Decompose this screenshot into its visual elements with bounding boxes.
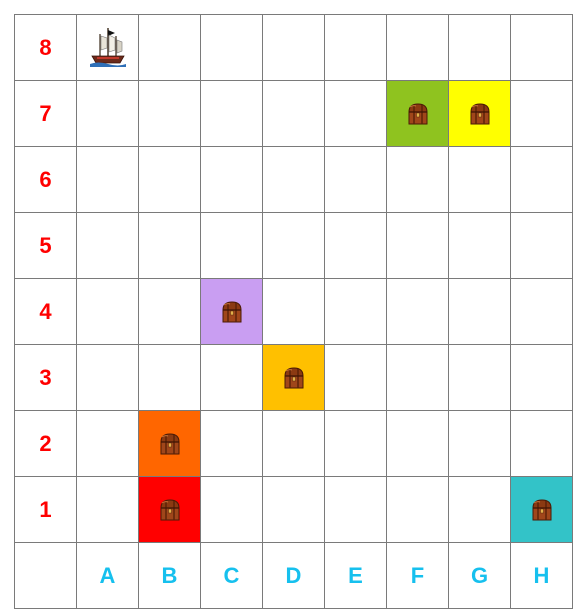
board-cell-g2[interactable] (449, 411, 511, 477)
treasure-chest-icon (157, 497, 183, 523)
board-cell-h5[interactable] (511, 213, 573, 279)
board-cell-h4[interactable] (511, 279, 573, 345)
board-cell-e6[interactable] (325, 147, 387, 213)
row-label-4: 4 (15, 279, 77, 345)
column-label-d: D (263, 543, 325, 609)
board-cell-a1[interactable] (77, 477, 139, 543)
board-cell-e4[interactable] (325, 279, 387, 345)
board-cell-d5[interactable] (263, 213, 325, 279)
board-cell-h1[interactable] (511, 477, 573, 543)
board-cell-f6[interactable] (387, 147, 449, 213)
board-cell-g7[interactable] (449, 81, 511, 147)
board-cell-d2[interactable] (263, 411, 325, 477)
board-cell-b2[interactable] (139, 411, 201, 477)
board-cell-c7[interactable] (201, 81, 263, 147)
board-cell-d4[interactable] (263, 279, 325, 345)
board-cell-e3[interactable] (325, 345, 387, 411)
treasure-chest-icon (281, 365, 307, 391)
board-cell-f8[interactable] (387, 15, 449, 81)
board-cell-g5[interactable] (449, 213, 511, 279)
board-cell-h7[interactable] (511, 81, 573, 147)
board-cell-a3[interactable] (77, 345, 139, 411)
board-cell-e1[interactable] (325, 477, 387, 543)
column-label-f: F (387, 543, 449, 609)
board-cell-e8[interactable] (325, 15, 387, 81)
board-cell-d8[interactable] (263, 15, 325, 81)
column-label-e: E (325, 543, 387, 609)
board-cell-a2[interactable] (77, 411, 139, 477)
board-cell-c4[interactable] (201, 279, 263, 345)
board-cell-f2[interactable] (387, 411, 449, 477)
row-label-6: 6 (15, 147, 77, 213)
row-label-7: 7 (15, 81, 77, 147)
column-label-h: H (511, 543, 573, 609)
board-cell-c3[interactable] (201, 345, 263, 411)
board-cell-c5[interactable] (201, 213, 263, 279)
column-label-c: C (201, 543, 263, 609)
pirate-ship-icon (88, 26, 128, 70)
board-cell-c6[interactable] (201, 147, 263, 213)
board-cell-d1[interactable] (263, 477, 325, 543)
board-cell-d7[interactable] (263, 81, 325, 147)
board-cell-d3[interactable] (263, 345, 325, 411)
board-cell-e5[interactable] (325, 213, 387, 279)
row-label-8: 8 (15, 15, 77, 81)
board-cell-e2[interactable] (325, 411, 387, 477)
board-cell-h6[interactable] (511, 147, 573, 213)
row-label-1: 1 (15, 477, 77, 543)
board-cell-g4[interactable] (449, 279, 511, 345)
board-cell-f4[interactable] (387, 279, 449, 345)
board-cell-e7[interactable] (325, 81, 387, 147)
treasure-chest-icon (405, 101, 431, 127)
board-cell-c1[interactable] (201, 477, 263, 543)
board-cell-b5[interactable] (139, 213, 201, 279)
board-cell-a7[interactable] (77, 81, 139, 147)
board-cell-b3[interactable] (139, 345, 201, 411)
board-cell-a8[interactable] (77, 15, 139, 81)
board-cell-b4[interactable] (139, 279, 201, 345)
board-cell-f3[interactable] (387, 345, 449, 411)
board-cell-h2[interactable] (511, 411, 573, 477)
board-cell-f5[interactable] (387, 213, 449, 279)
board-cell-d6[interactable] (263, 147, 325, 213)
board-cell-b8[interactable] (139, 15, 201, 81)
column-label-a: A (77, 543, 139, 609)
row-label-5: 5 (15, 213, 77, 279)
board-cell-a6[interactable] (77, 147, 139, 213)
board-cell-b6[interactable] (139, 147, 201, 213)
board-cell-c2[interactable] (201, 411, 263, 477)
board-cell-b1[interactable] (139, 477, 201, 543)
treasure-chest-icon (467, 101, 493, 127)
column-label-g: G (449, 543, 511, 609)
board-cell-g3[interactable] (449, 345, 511, 411)
board-cell-f7[interactable] (387, 81, 449, 147)
board-cell-c8[interactable] (201, 15, 263, 81)
treasure-chest-icon (157, 431, 183, 457)
board-cell-g6[interactable] (449, 147, 511, 213)
board-cell-a5[interactable] (77, 213, 139, 279)
corner-cell (15, 543, 77, 609)
board-cell-a4[interactable] (77, 279, 139, 345)
board-cell-g1[interactable] (449, 477, 511, 543)
board-cell-g8[interactable] (449, 15, 511, 81)
board-cell-b7[interactable] (139, 81, 201, 147)
treasure-chest-icon (219, 299, 245, 325)
treasure-chest-icon (529, 497, 555, 523)
board-cell-h8[interactable] (511, 15, 573, 81)
row-label-2: 2 (15, 411, 77, 477)
column-label-b: B (139, 543, 201, 609)
board-cell-h3[interactable] (511, 345, 573, 411)
row-label-3: 3 (15, 345, 77, 411)
board-cell-f1[interactable] (387, 477, 449, 543)
